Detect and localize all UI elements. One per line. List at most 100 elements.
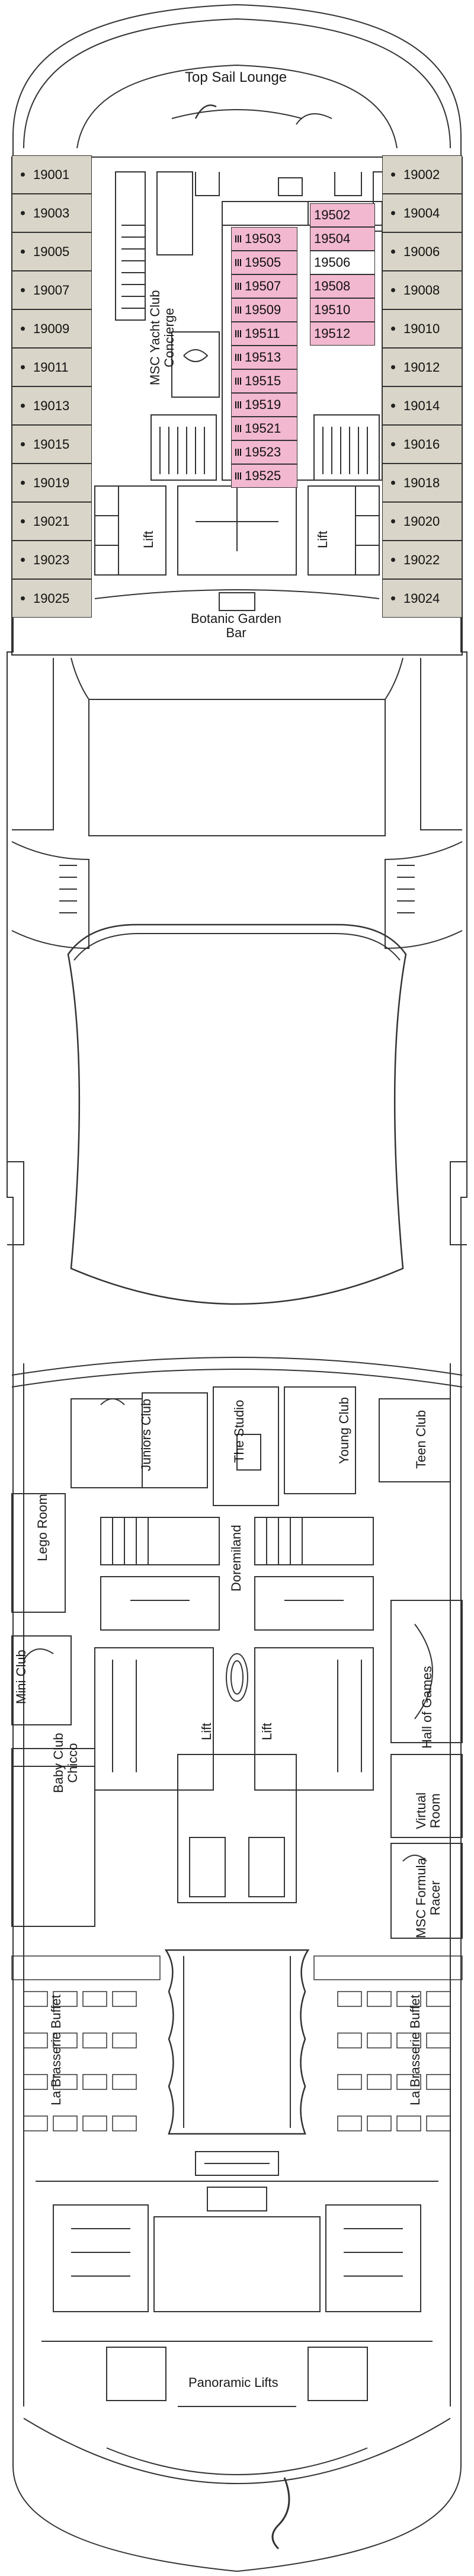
cabin-number: 19507 <box>245 279 281 293</box>
juniors-club-label: Juniors Club <box>139 1398 153 1471</box>
cabin-19002[interactable]: 19002 <box>382 155 462 194</box>
cabin-number: 19008 <box>403 282 440 298</box>
cabin-19025[interactable]: 19025 <box>12 579 92 618</box>
cabin-marker-icon <box>391 404 395 408</box>
cabin-19012[interactable]: 19012 <box>382 348 462 386</box>
cabin-19003[interactable]: 19003 <box>12 194 92 232</box>
cabin-number: 19022 <box>403 552 440 567</box>
cabin-number: 19007 <box>33 282 70 298</box>
cabin-number: 19510 <box>314 302 351 317</box>
balcony-icon <box>235 401 242 409</box>
lego-room-label: Lego Room <box>35 1494 50 1561</box>
msc-yacht-club-line1: MSC Yacht Club <box>148 290 162 385</box>
cabin-marker-icon <box>391 481 395 485</box>
cabin-19001[interactable]: 19001 <box>12 155 92 194</box>
cabin-19006[interactable]: 19006 <box>382 232 462 271</box>
cabin-number: 19511 <box>245 326 280 341</box>
cabin-19024[interactable]: 19024 <box>382 579 462 618</box>
msc-formula-racer-label: MSC Formula Racer <box>414 1858 443 1938</box>
cabin-19005[interactable]: 19005 <box>12 232 92 271</box>
lift-label-right: Lift <box>315 530 330 548</box>
cabin-number: 19505 <box>245 255 281 270</box>
balcony-icon <box>235 258 242 267</box>
cabin-19021[interactable]: 19021 <box>12 502 92 541</box>
cabin-19515[interactable]: 19515 <box>231 369 297 393</box>
cabin-marker-icon <box>391 558 395 562</box>
botanic-garden-line1: Botanic Garden <box>191 611 281 626</box>
cabin-19519[interactable]: 19519 <box>231 393 297 417</box>
cabin-marker-icon <box>21 519 25 523</box>
doremiland-label: Doremiland <box>229 1524 244 1592</box>
balcony-icon <box>235 235 242 243</box>
teen-club-label: Teen Club <box>414 1410 428 1469</box>
cabin-19511[interactable]: 19511 <box>231 322 297 346</box>
cabin-19510[interactable]: 19510 <box>310 298 375 322</box>
cabin-19008[interactable]: 19008 <box>382 271 462 309</box>
cabin-19508[interactable]: 19508 <box>310 274 375 298</box>
cabin-number: 19013 <box>33 398 70 413</box>
msc-formula-racer-line2: Racer <box>428 1880 443 1916</box>
cabin-number: 19016 <box>403 436 440 452</box>
cabin-19521[interactable]: 19521 <box>231 417 297 440</box>
cabin-19525[interactable]: 19525 <box>231 464 297 488</box>
cabin-19007[interactable]: 19007 <box>12 271 92 309</box>
panoramic-lifts-label: Panoramic Lifts <box>188 2375 278 2390</box>
cabin-marker-icon <box>21 404 25 408</box>
cabin-marker-icon <box>21 288 25 292</box>
the-studio-label: The Studio <box>232 1399 246 1463</box>
cabin-number: 19002 <box>403 167 440 182</box>
cabin-number: 19005 <box>33 244 70 259</box>
cabin-marker-icon <box>391 250 395 254</box>
cabin-19016[interactable]: 19016 <box>382 425 462 464</box>
cabin-19502[interactable]: 19502 <box>310 203 375 227</box>
balcony-icon <box>235 424 242 433</box>
cabin-19506[interactable]: 19506 <box>310 251 375 274</box>
cabin-number: 19018 <box>403 475 440 490</box>
cabin-number: 19010 <box>403 321 440 336</box>
cabin-19010[interactable]: 19010 <box>382 309 462 348</box>
cabin-marker-icon <box>21 211 25 215</box>
cabin-19013[interactable]: 19013 <box>12 386 92 425</box>
cabin-19018[interactable]: 19018 <box>382 464 462 502</box>
cabin-19004[interactable]: 19004 <box>382 194 462 232</box>
cabin-19523[interactable]: 19523 <box>231 440 297 464</box>
cabin-19014[interactable]: 19014 <box>382 386 462 425</box>
cabin-19512[interactable]: 19512 <box>310 322 375 346</box>
baby-club-line2: Chicco <box>65 1743 80 1783</box>
cabin-marker-icon <box>391 365 395 369</box>
cabin-19009[interactable]: 19009 <box>12 309 92 348</box>
cabin-number: 19506 <box>314 255 351 270</box>
cabin-marker-icon <box>21 172 25 177</box>
cabin-number: 19025 <box>33 590 70 606</box>
cabin-19513[interactable]: 19513 <box>231 346 297 369</box>
cabin-number: 19009 <box>33 321 70 336</box>
cabin-19022[interactable]: 19022 <box>382 541 462 579</box>
cabin-number: 19021 <box>33 513 70 529</box>
baby-club-label: Baby Club Chicco <box>51 1733 80 1793</box>
cabin-19023[interactable]: 19023 <box>12 541 92 579</box>
cabin-marker-icon <box>21 442 25 446</box>
balcony-icon <box>235 353 242 362</box>
cabin-marker-icon <box>21 558 25 562</box>
cabin-number: 19519 <box>245 397 281 412</box>
cabin-number: 19503 <box>245 231 281 246</box>
cabin-marker-icon <box>391 519 395 523</box>
balcony-icon <box>235 282 242 290</box>
hull-outline <box>7 4 467 2572</box>
cabin-19503[interactable]: 19503 <box>231 227 297 251</box>
cabin-19011[interactable]: 19011 <box>12 348 92 386</box>
cabin-number: 19003 <box>33 205 70 220</box>
cabin-19509[interactable]: 19509 <box>231 298 297 322</box>
cabin-19507[interactable]: 19507 <box>231 274 297 298</box>
virtual-room-line1: Virtual <box>414 1792 428 1829</box>
cabin-number: 19521 <box>245 421 281 436</box>
virtual-room-line2: Room <box>428 1793 443 1829</box>
lift-label-kids-right: Lift <box>260 1722 274 1740</box>
cabin-19505[interactable]: 19505 <box>231 251 297 274</box>
cabin-19019[interactable]: 19019 <box>12 464 92 502</box>
cabin-number: 19023 <box>33 552 70 567</box>
cabin-19015[interactable]: 19015 <box>12 425 92 464</box>
cabin-19504[interactable]: 19504 <box>310 227 375 251</box>
cabin-19020[interactable]: 19020 <box>382 502 462 541</box>
cabin-number: 19515 <box>245 373 281 388</box>
